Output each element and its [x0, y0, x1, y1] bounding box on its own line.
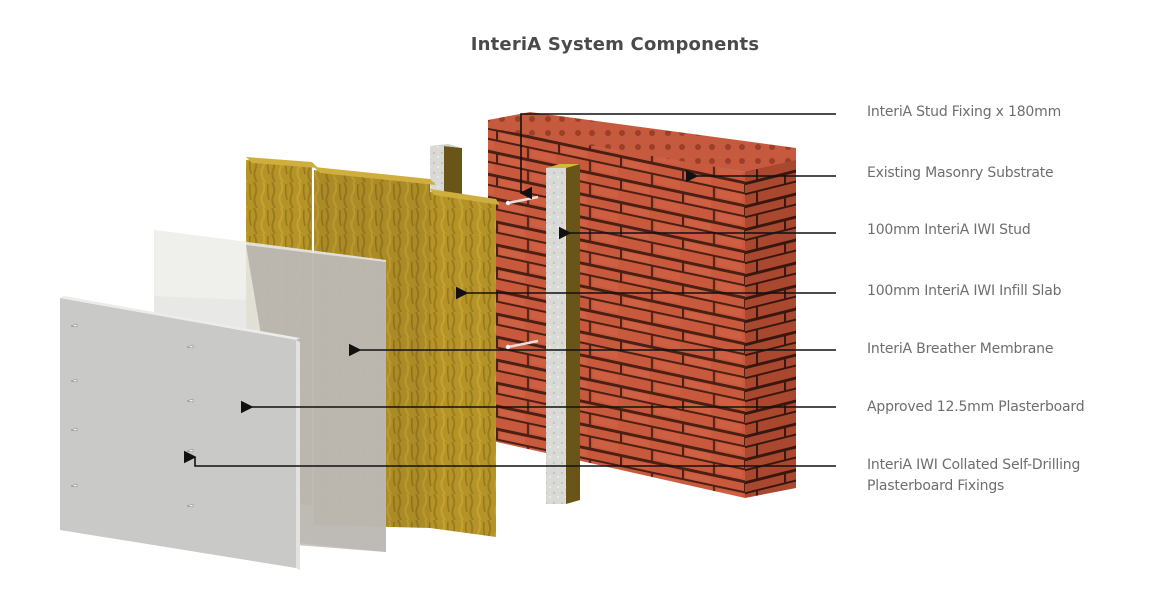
plasterboard-fixing-heads: [70, 323, 194, 508]
leader-stud-fixing: [519, 113, 836, 200]
diagram-title: InteriA System Components: [470, 34, 760, 55]
label-breather-membrane: InteriA Breather Membrane: [867, 341, 1054, 357]
label-masonry-substrate: Existing Masonry Substrate: [867, 165, 1054, 181]
iwi-stud: [546, 164, 580, 504]
label-infill-slab: 100mm InteriA IWI Infill Slab: [867, 283, 1062, 299]
label-iwi-stud: 100mm InteriA IWI Stud: [867, 222, 1031, 238]
stud-fixing-screws: [505, 195, 539, 350]
label-stud-fixing: InteriA Stud Fixing x 180mm: [867, 104, 1062, 120]
label-plasterboard-fixings-line1: InteriA IWI Collated Self-Drilling: [867, 457, 1081, 473]
label-plasterboard-fixings-line2: Plasterboard Fixings: [867, 478, 1005, 494]
plasterboard: [60, 296, 300, 570]
masonry-substrate: [488, 112, 796, 498]
leader-lines: [183, 113, 836, 467]
label-plasterboard: Approved 12.5mm Plasterboard: [867, 399, 1085, 415]
leader-plasterboard-fixings: [183, 450, 836, 467]
